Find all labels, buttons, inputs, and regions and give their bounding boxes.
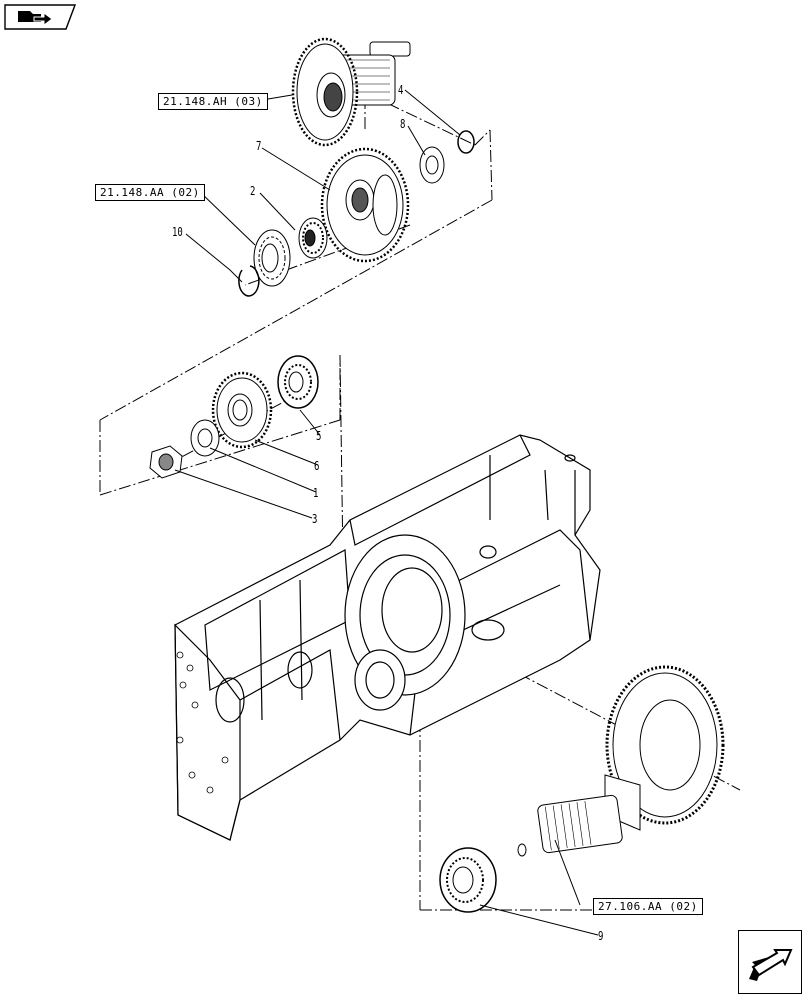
- upper-shaft-gear: [291, 37, 411, 147]
- callout-5: 5: [316, 429, 322, 443]
- leader-lines: [174, 89, 599, 936]
- callout-9: 9: [598, 929, 604, 943]
- callout-4: 4: [398, 83, 404, 97]
- back-nav-button[interactable]: [4, 4, 77, 30]
- snap-ring-4: [457, 130, 475, 154]
- next-page-button[interactable]: [738, 930, 802, 994]
- ref-27-106-aa-02[interactable]: 27.106.AA (02): [593, 898, 703, 915]
- gear-6: [211, 371, 273, 449]
- callout-10: 10: [172, 225, 183, 239]
- callout-2: 2: [250, 184, 256, 198]
- callout-1: 1: [313, 486, 319, 500]
- callout-8: 8: [400, 117, 406, 131]
- transmission-housing: [174, 434, 601, 841]
- callout-3: 3: [312, 512, 318, 526]
- washer-8: [419, 146, 445, 184]
- bearing-2: [298, 217, 328, 259]
- circlip-10: [238, 265, 260, 297]
- bearing-5: [277, 355, 319, 409]
- ref-21-148-aa-02[interactable]: 21.148.AA (02): [95, 184, 205, 201]
- synchro-ring: [253, 229, 291, 287]
- bearing-9: [439, 847, 497, 913]
- ref-21-148-ah-03[interactable]: 21.148.AH (03): [158, 93, 268, 110]
- folder-arrow-icon: [4, 4, 77, 30]
- callout-7: 7: [256, 139, 262, 153]
- nut-3: [149, 445, 183, 479]
- crown-wheel-pinion: [517, 665, 725, 857]
- next-page-arrow-icon: [749, 949, 793, 981]
- gear-7: [320, 147, 410, 263]
- lock-washer-1: [190, 419, 220, 457]
- callout-6: 6: [314, 459, 320, 473]
